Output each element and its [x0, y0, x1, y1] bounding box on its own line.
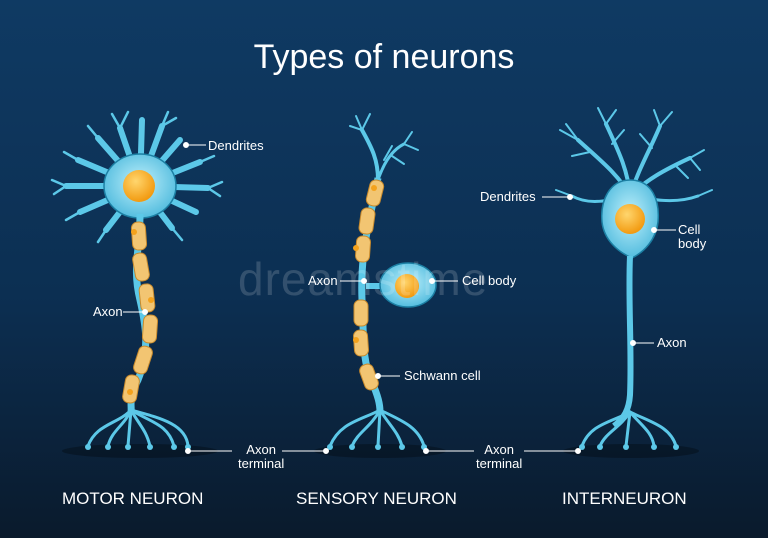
inter-axon-terminal	[580, 410, 678, 448]
motor-neuron	[50, 110, 224, 450]
label-motor-axon: Axon	[93, 304, 123, 319]
label-sensory-cell-body: Cell body	[462, 273, 517, 288]
label-inter-dendrites: Dendrites	[480, 189, 536, 204]
caption-motor-neuron: MOTOR NEURON	[62, 489, 204, 508]
caption-sensory-neuron: SENSORY NEURON	[296, 489, 457, 508]
label-schwann-cell: Schwann cell	[404, 368, 481, 383]
motor-myelin-sheaths	[122, 221, 159, 404]
label-inter-cell-body: Cell body	[678, 222, 707, 251]
label-sensory-axon: Axon	[308, 273, 338, 288]
caption-interneuron: INTERNEURON	[562, 489, 687, 508]
diagram-title: Types of neurons	[253, 38, 515, 76]
watermark: dreamstime	[238, 253, 489, 305]
label-axon-terminal-2: Axon terminal	[476, 442, 523, 471]
ground-shadows	[62, 444, 699, 458]
sensory-axon-terminal	[328, 408, 426, 448]
motor-axon-terminal	[86, 408, 190, 448]
sensory-myelin-sheaths	[353, 179, 385, 391]
sensory-dendrites	[349, 113, 419, 182]
label-inter-axon: Axon	[657, 335, 687, 350]
leader-lines	[123, 142, 676, 454]
interneuron	[555, 107, 713, 450]
label-motor-dendrites: Dendrites	[208, 138, 264, 153]
label-axon-terminal-1: Axon terminal	[238, 442, 285, 471]
